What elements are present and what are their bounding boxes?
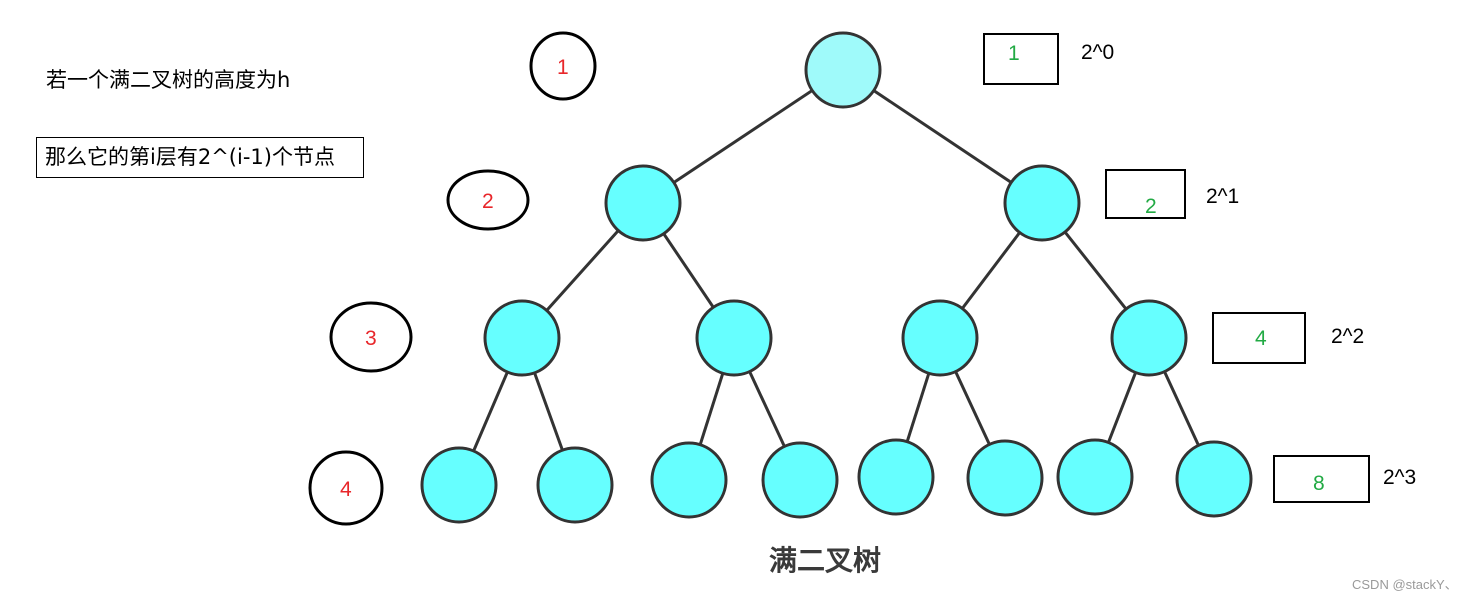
level-3-count-box	[1212, 312, 1306, 364]
level-1-ellipse	[529, 31, 597, 101]
tree-node-level-1	[804, 31, 882, 109]
tree-node-level-4	[761, 441, 839, 519]
level-1-label: 1	[557, 56, 569, 79]
level-3-label: 3	[365, 327, 377, 350]
level-3-node-count: 4	[1255, 327, 1267, 350]
tree-node-level-2	[604, 164, 682, 242]
tree-node-level-4	[966, 439, 1044, 517]
tree-node-level-3	[483, 299, 561, 377]
tree-node-level-4	[536, 446, 614, 524]
height-note: 若一个满二叉树的高度为h	[46, 68, 291, 92]
level-1-count-box	[983, 33, 1059, 85]
level-3-ellipse	[329, 301, 413, 373]
level-3-power: 2^2	[1331, 325, 1364, 348]
tree-node-level-2	[1003, 164, 1081, 242]
tree-nodes	[420, 31, 1253, 524]
tree-node-level-3	[901, 299, 979, 377]
node-count-boxes: 1 2^0 2 2^1 4 2^2 8 2^3	[983, 33, 1416, 503]
level-2-count-box	[1105, 169, 1186, 219]
tree-edge	[842, 68, 1043, 205]
tree-node-level-4	[857, 438, 935, 516]
level-4-label: 4	[340, 478, 352, 501]
level-4-count-box	[1273, 455, 1370, 503]
level-2-ellipse	[446, 169, 530, 231]
node-count-formula-box: 那么它的第i层有2^(i-1)个节点	[36, 137, 364, 178]
level-4-ellipse	[308, 450, 384, 526]
level-ellipses: 1 2 3 4	[308, 31, 597, 526]
tree-node-level-4	[420, 446, 498, 524]
tree-node-level-4	[650, 441, 728, 519]
level-1-node-count: 1	[1008, 42, 1020, 65]
tree-node-level-3	[1110, 299, 1188, 377]
level-1-power: 2^0	[1081, 41, 1114, 64]
tree-node-level-3	[695, 299, 773, 377]
tree-node-level-4	[1175, 440, 1253, 518]
tree-title: 满二叉树	[769, 545, 881, 576]
level-2-node-count: 2	[1145, 195, 1157, 218]
level-4-power: 2^3	[1383, 466, 1416, 489]
tree-edge	[642, 68, 844, 205]
tree-node-level-4	[1056, 438, 1134, 516]
level-2-power: 2^1	[1206, 185, 1239, 208]
tree-edges	[457, 68, 1216, 486]
watermark: CSDN @stackY、	[1352, 577, 1458, 592]
level-2-label: 2	[482, 190, 494, 213]
level-4-node-count: 8	[1313, 472, 1325, 495]
